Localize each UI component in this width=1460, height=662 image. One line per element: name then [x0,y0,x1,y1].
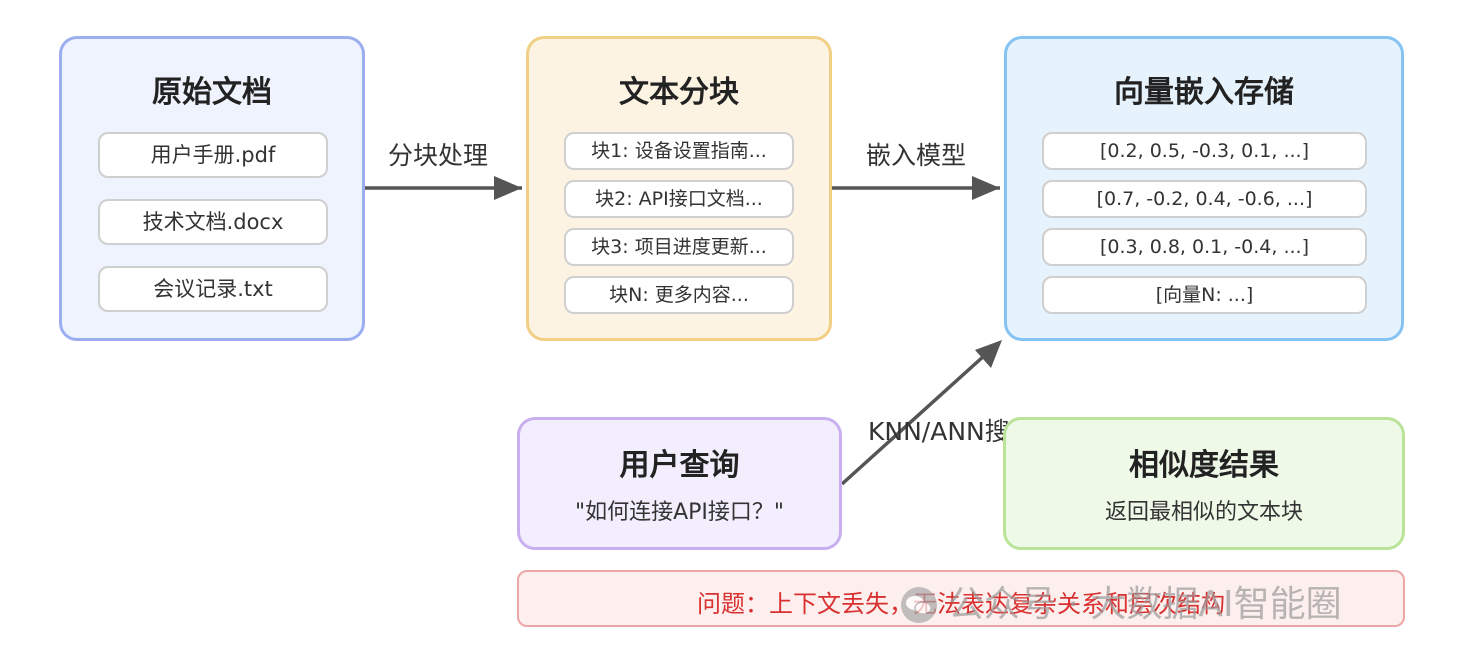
user-query-box: 用户查询 "如何连接API接口？" [517,417,842,550]
edge-label-embedding: 嵌入模型 [866,141,967,170]
result-title: 相似度结果 [1129,448,1279,483]
similarity-result-box: 相似度结果 返回最相似的文本块 [1003,417,1405,550]
file-item: 用户手册.pdf [98,132,328,178]
vector-item: [0.7, -0.2, 0.4, -0.6, ...] [1042,180,1367,218]
chunk-item: 块N: 更多内容... [564,276,794,314]
edge-label-chunking: 分块处理 [388,141,489,170]
chunking-title: 文本分块 [619,75,739,110]
vector-item: [0.3, 0.8, 0.1, -0.4, ...] [1042,228,1367,266]
query-text: "如何连接API接口？" [574,500,785,525]
vector-store-box: 向量嵌入存储 [0.2, 0.5, -0.3, 0.1, ...] [0.7, … [1004,36,1404,341]
file-item: 技术文档.docx [98,199,328,245]
text-chunking-box: 文本分块 块1: 设备设置指南... 块2: API接口文档... 块3: 项目… [526,36,832,341]
problem-banner: 问题：上下文丢失，无法表达复杂关系和层次结构 [517,570,1405,627]
vector-item: [向量N: ...] [1042,276,1367,314]
vector-store-title: 向量嵌入存储 [1114,75,1294,110]
file-item: 会议记录.txt [98,266,328,312]
watermark-text: 公众号 · 大数据AI智能圈 [948,584,1342,625]
arrow-search [840,353,987,486]
source-documents-box: 原始文档 用户手册.pdf 技术文档.docx 会议记录.txt [59,36,365,341]
query-title: 用户查询 [619,448,740,483]
chunk-item: 块1: 设备设置指南... [564,132,794,170]
vector-item: [0.2, 0.5, -0.3, 0.1, ...] [1042,132,1367,170]
chunk-item: 块3: 项目进度更新... [564,228,794,266]
problem-text: 问题：上下文丢失，无法表达复杂关系和层次结构 [697,590,1225,618]
source-title: 原始文档 [152,75,272,110]
result-text: 返回最相似的文本块 [1104,500,1303,525]
chunk-item: 块2: API接口文档... [564,180,794,218]
wechat-icon [901,587,937,623]
